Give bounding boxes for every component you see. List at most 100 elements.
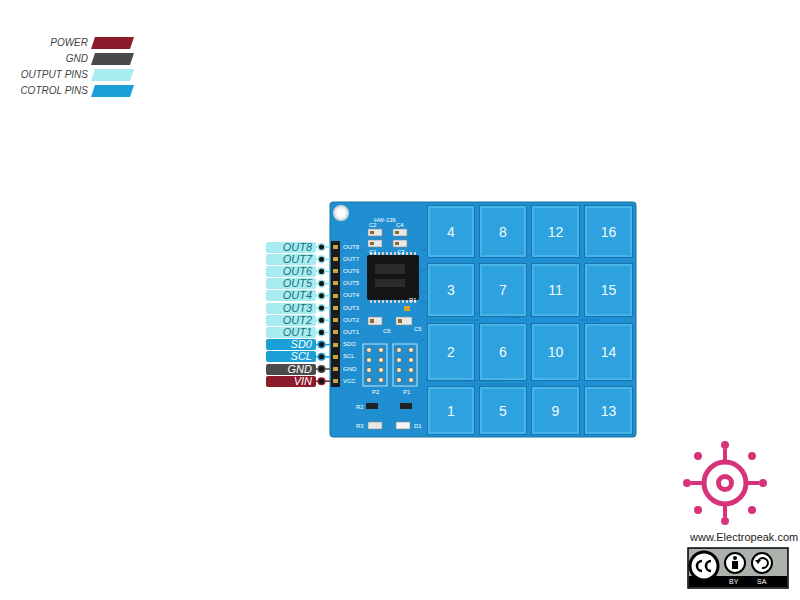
pin-name: OUT5 [283, 278, 312, 289]
touch-pad: 6 [479, 323, 527, 381]
touch-pad: 10 [531, 323, 580, 381]
touch-pad: 16 [584, 205, 633, 258]
key-number: 9 [552, 403, 560, 419]
pin-label: OUT6 [266, 266, 316, 277]
pin-leader [316, 244, 330, 251]
silkscreen-pin: OUT8 [343, 244, 359, 251]
module-board: HW-13648121637111526101415913 [330, 202, 636, 437]
key-number: 15 [601, 282, 617, 298]
pin-label: SD0 [266, 339, 316, 350]
touch-pad: 8 [479, 205, 527, 258]
silkscreen-part: R2 [356, 404, 364, 411]
pin-name: OUT3 [283, 303, 312, 314]
pin-label: OUT4 [266, 290, 316, 301]
pin-label: OUT1 [266, 327, 316, 338]
pin-label: OUT3 [266, 303, 316, 314]
touch-pad: 13 [584, 386, 633, 435]
pin-name: GND [288, 364, 312, 375]
silkscreen-part: C5 [414, 326, 422, 333]
pin-name: OUT1 [283, 327, 312, 338]
touch-pad: 5 [479, 386, 527, 435]
silkscreen-part: P1 [403, 389, 410, 396]
legend-swatch [91, 68, 135, 82]
key-number: 11 [548, 282, 563, 298]
legend-label: COTROL PINS [20, 85, 88, 97]
pin-leader [316, 256, 330, 263]
silkscreen-pin: OUT4 [343, 292, 359, 299]
pin-leader [316, 268, 330, 275]
key-number: 4 [447, 224, 455, 240]
pin-label: VIN [266, 376, 316, 387]
silkscreen-pin: SCL [343, 353, 355, 360]
key-number: 1 [447, 403, 455, 419]
pin-name: OUT8 [283, 242, 312, 253]
board-model: HW-136 [374, 217, 396, 224]
key-number: 12 [548, 224, 564, 240]
key-number: 5 [499, 403, 507, 419]
touch-pad: 7 [479, 263, 527, 317]
silkscreen-part: R1 [409, 297, 417, 304]
pin-name: SCL [291, 351, 312, 362]
legend-swatch [91, 84, 135, 98]
silkscreen-pin: OUT6 [343, 268, 359, 275]
pin-leader [316, 317, 330, 324]
silkscreen-part: R3 [356, 423, 364, 430]
legend-label: GND [66, 53, 88, 65]
touch-pad: 14 [584, 323, 633, 381]
license-tag: BY [729, 578, 738, 586]
pin-leader [316, 305, 330, 312]
pin-name: OUT7 [283, 254, 312, 265]
pin-label: GND [266, 364, 316, 375]
key-number: 2 [447, 344, 455, 360]
pin-name: OUT6 [283, 266, 312, 277]
silkscreen-pin: GND [343, 366, 356, 373]
key-number: 16 [601, 224, 617, 240]
touch-pad: 3 [427, 263, 475, 317]
key-number: 7 [499, 282, 507, 298]
legend-swatch [91, 52, 135, 66]
silkscreen-pin: OUT2 [343, 317, 359, 324]
silkscreen-pin: OUT5 [343, 280, 359, 287]
pin-name: OUT4 [283, 290, 312, 301]
silkscreen-part: C6 [383, 328, 391, 335]
legend-swatch [91, 36, 135, 50]
pin-name: SD0 [291, 339, 312, 350]
key-number: 6 [499, 344, 507, 360]
touch-pad: 15 [584, 263, 633, 317]
silkscreen-pin: OUT3 [343, 305, 359, 312]
silkscreen-part: D1 [414, 423, 422, 430]
pin-label: SCL [266, 351, 316, 362]
pin-label: OUT7 [266, 254, 316, 265]
touch-pad: 11 [531, 263, 580, 317]
silkscreen-pin: OUT1 [343, 329, 359, 336]
silkscreen-part: C3 [397, 249, 405, 256]
silkscreen-pin: OUT7 [343, 256, 359, 263]
touch-pad: 9 [531, 386, 580, 435]
pin-label: OUT5 [266, 278, 316, 289]
pin-name: VIN [294, 376, 312, 387]
silkscreen-pin: SDO [343, 341, 356, 348]
legend-label: OUTPUT PINS [21, 69, 88, 81]
pin-name: OUT2 [283, 315, 312, 326]
key-number: 8 [499, 224, 507, 240]
pin-label: OUT8 [266, 242, 316, 253]
pin-label: OUT2 [266, 315, 316, 326]
pin-leader [316, 329, 330, 336]
touch-pad: 1 [427, 386, 475, 435]
legend-label: POWER [50, 37, 88, 49]
touch-pad: 4 [427, 205, 475, 258]
silkscreen-part: C4 [396, 222, 404, 229]
key-number: 13 [601, 403, 617, 419]
key-number: 14 [601, 344, 617, 360]
touch-pad: 12 [531, 205, 580, 258]
key-number: 3 [447, 282, 455, 298]
pin-leader [316, 353, 330, 360]
silkscreen-part: C1 [369, 249, 377, 256]
pin-leader [316, 341, 330, 348]
key-number: 10 [548, 344, 564, 360]
pin-leader [316, 292, 330, 299]
silkscreen-pin: VCC [343, 378, 356, 385]
